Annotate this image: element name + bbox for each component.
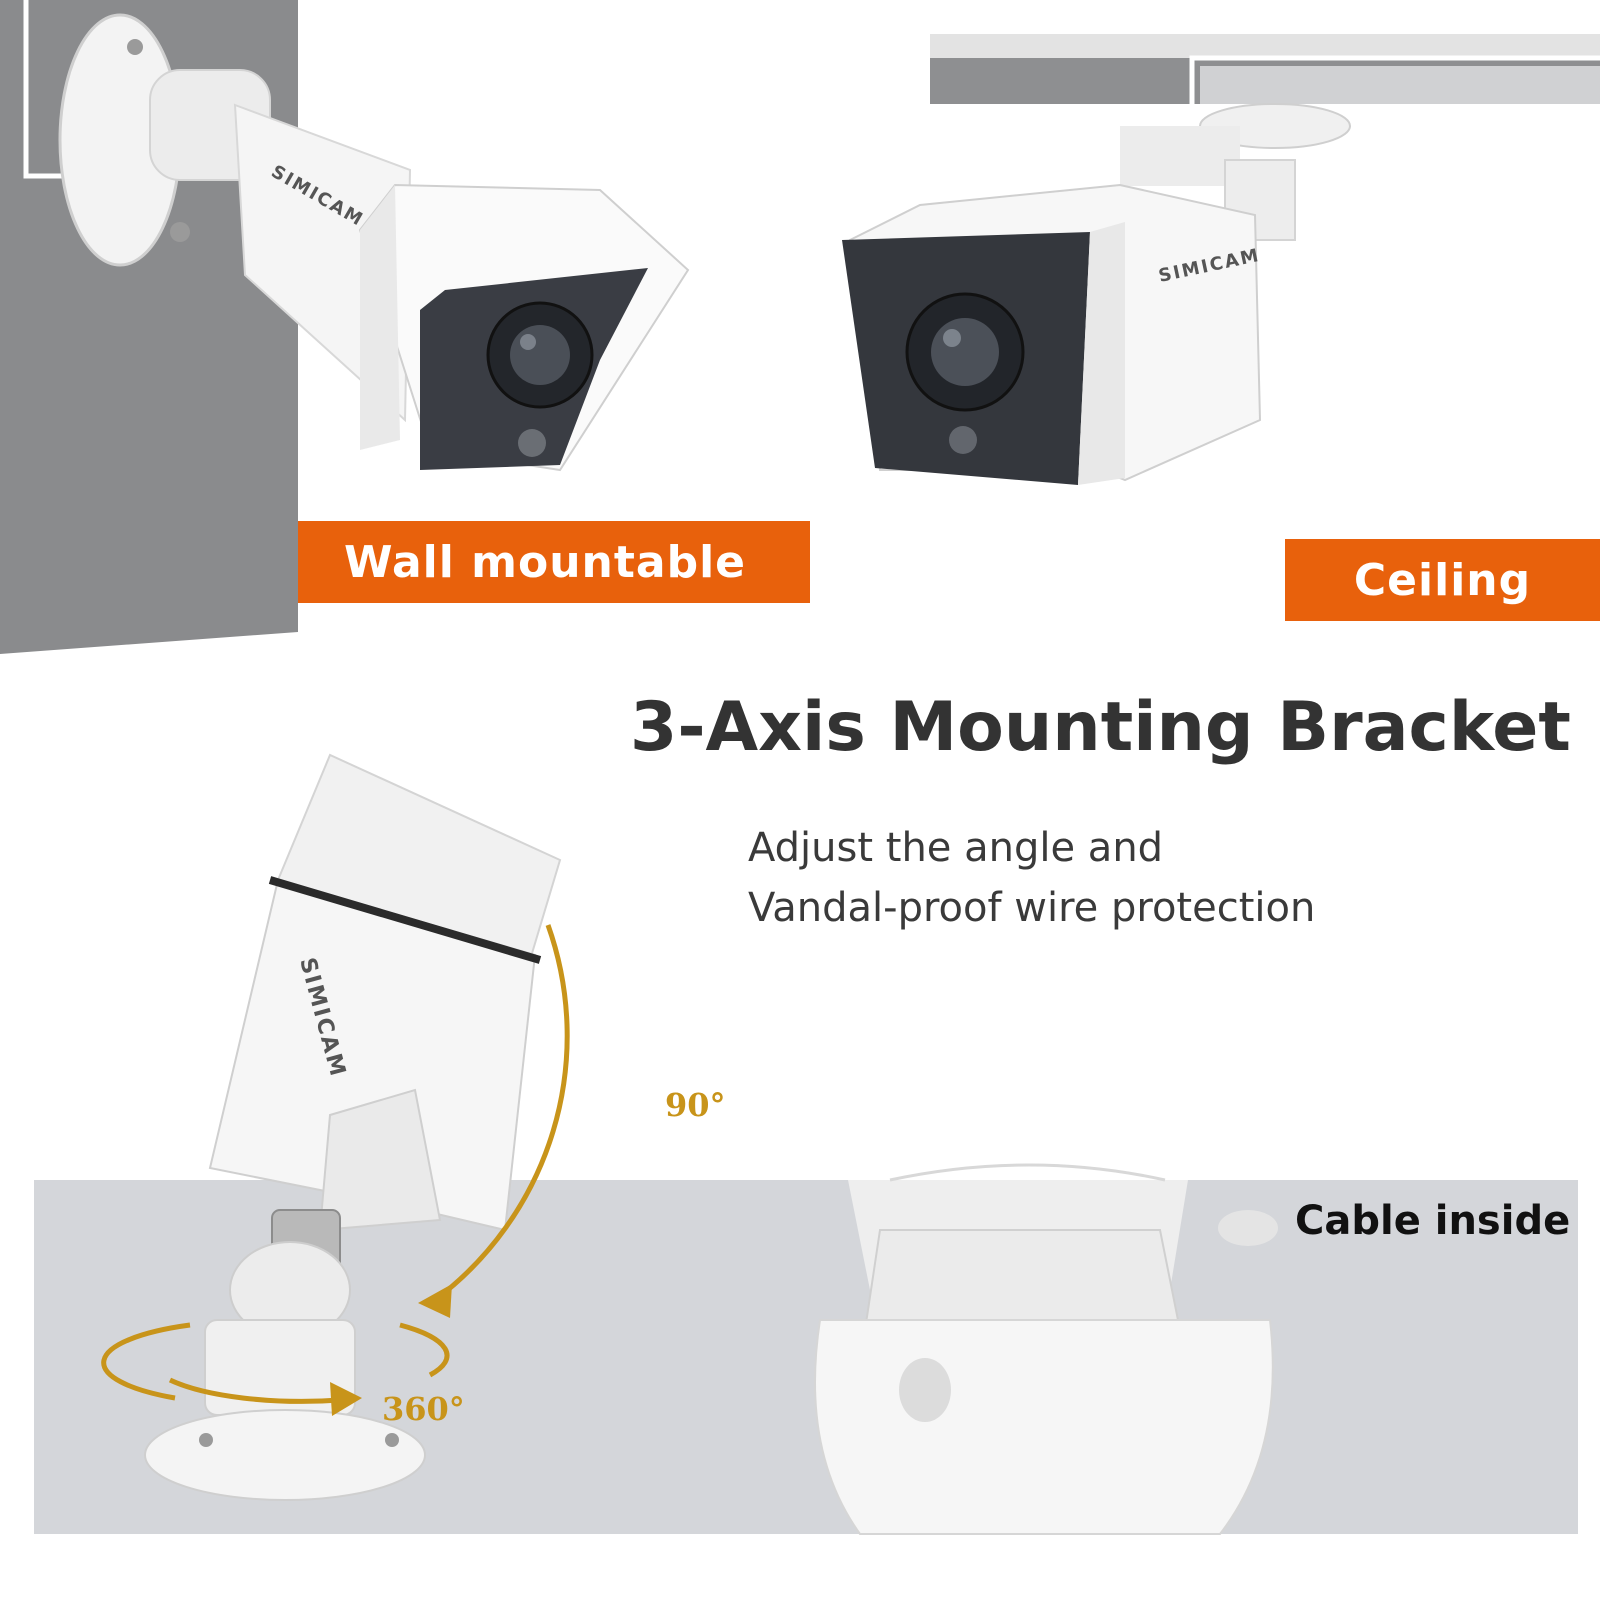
tilt-angle-label: 90° <box>665 1086 726 1124</box>
ceiling-camera-illustration: SIMICAM <box>842 103 1351 485</box>
pan-angle-label: 360° <box>382 1390 465 1428</box>
ceiling-panel <box>930 34 1600 104</box>
tilt-arrow <box>418 924 570 1318</box>
pan-arrow <box>101 1322 450 1416</box>
bracket-closeup-illustration <box>814 1163 1278 1535</box>
tilted-camera-illustration: SIMICAM <box>144 753 562 1501</box>
subline-angle: Adjust the angle and <box>748 825 1164 871</box>
headline: 3-Axis Mounting Bracket <box>630 688 1571 767</box>
ceiling-label: Ceiling <box>1285 539 1600 621</box>
subline-protection: Vandal-proof wire protection <box>748 885 1316 931</box>
wall-mountable-label: Wall mountable <box>298 521 810 603</box>
wall-camera-illustration: SIMICAM <box>58 13 690 472</box>
cable-inside-label: Cable inside <box>1295 1198 1571 1244</box>
